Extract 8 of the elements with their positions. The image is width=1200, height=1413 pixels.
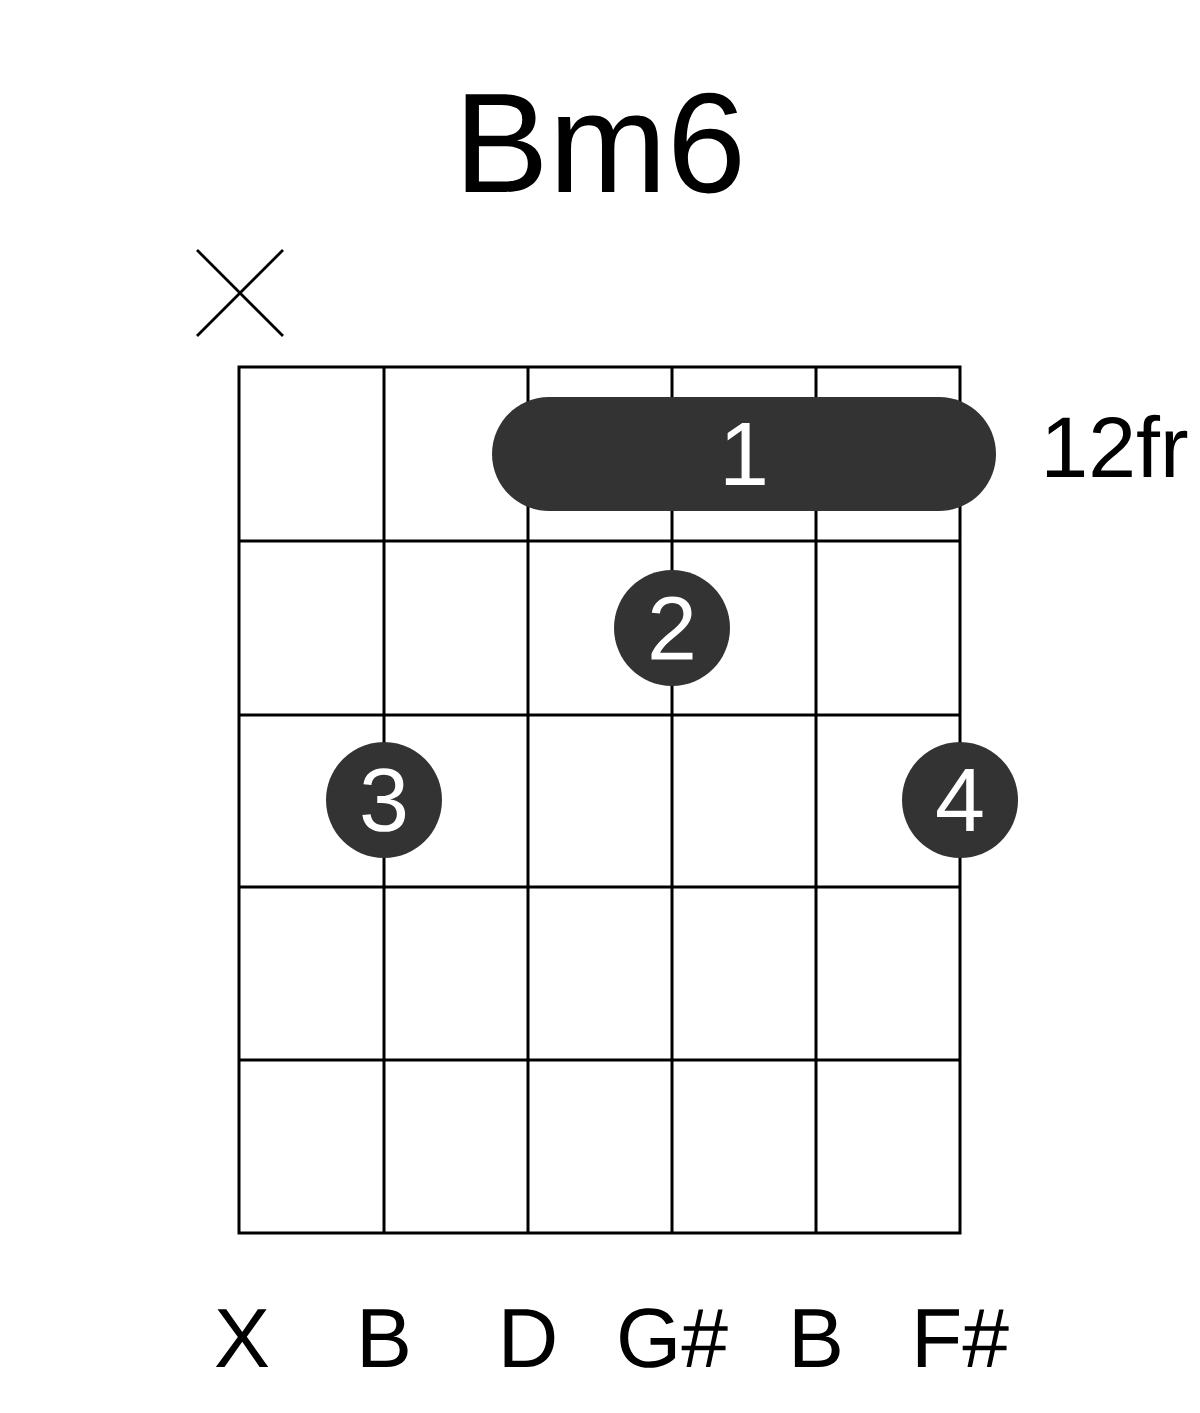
title: Bm6 [465,92,740,194]
barre-bar: 1 [492,397,996,511]
string-note-label: D [504,1309,555,1367]
string-note-label: X [215,1309,269,1367]
string-note-label: B [794,1309,840,1367]
string-note-label: G# [620,1308,728,1368]
string-note-label: F# [917,1309,1009,1367]
string-note-label: B [362,1309,408,1367]
